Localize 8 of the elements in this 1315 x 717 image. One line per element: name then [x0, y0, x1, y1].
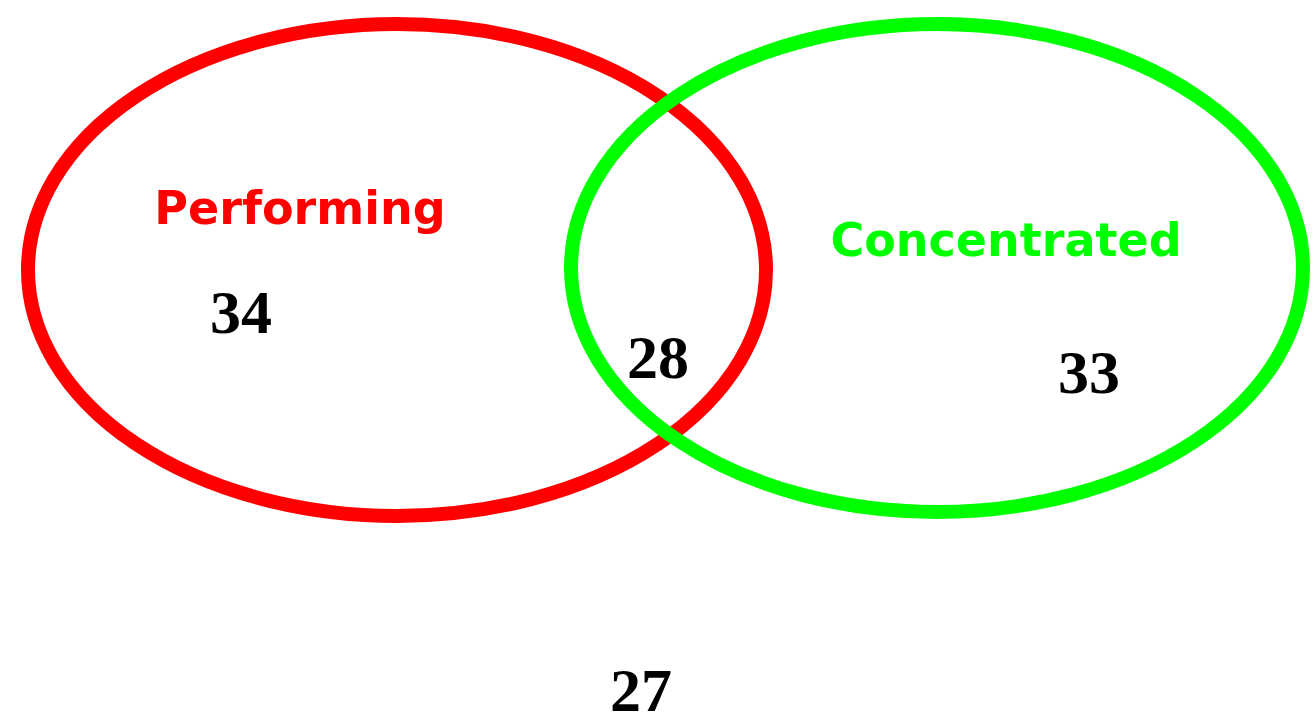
set-label: Concentrated [830, 213, 1182, 267]
set-ellipse [21, 17, 773, 523]
count-value: 34 [210, 276, 272, 348]
count-value: 33 [1058, 336, 1120, 408]
set-ellipse [564, 17, 1310, 519]
set-label: Performing [154, 181, 446, 235]
intersection-count: 28 [627, 321, 689, 393]
outside-count: 27 [610, 654, 672, 717]
